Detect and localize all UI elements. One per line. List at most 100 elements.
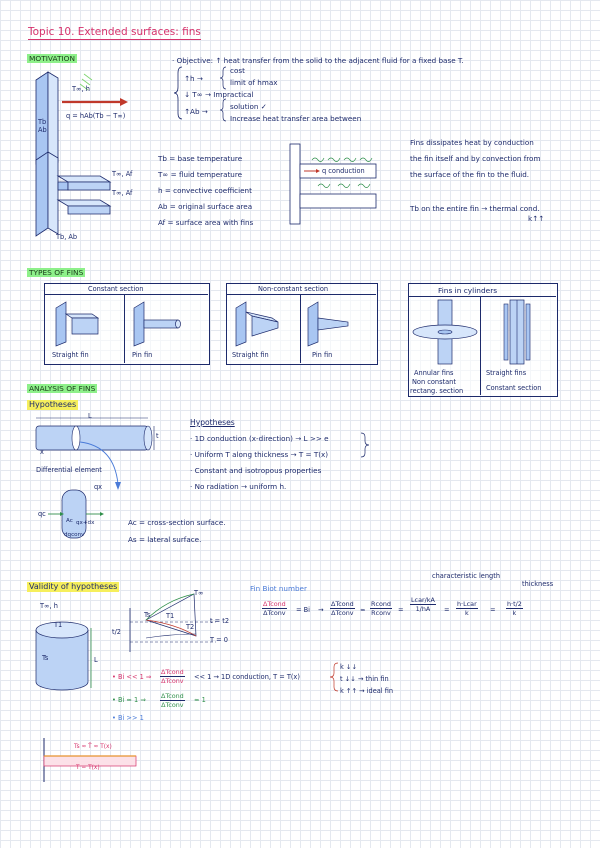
hyp-2: · Uniform T along thickness → T = T(x) bbox=[190, 450, 329, 459]
arrow-curve bbox=[79, 441, 121, 490]
label-qx-dx: qx+dx bbox=[76, 520, 95, 526]
brace-bi bbox=[329, 662, 339, 692]
label-qc: qc bbox=[38, 510, 46, 518]
label-fin-tinf-af-2: T∞, Af bbox=[112, 189, 133, 197]
def-as: As = lateral surface. bbox=[128, 535, 202, 544]
section-analysis: ANALYSIS OF FINS bbox=[27, 384, 98, 394]
label-t: t bbox=[156, 432, 159, 440]
label-ts-profile: Ts bbox=[144, 611, 151, 619]
temperature-profile-diagram bbox=[129, 593, 216, 652]
label-pin-1: Pin fin bbox=[132, 351, 153, 359]
label-t-half: t/2 bbox=[112, 628, 122, 636]
section-biot: Fin Biot number bbox=[250, 584, 307, 593]
thin-fin: t ↓↓ → thin fin bbox=[340, 675, 389, 683]
tapered-pin-fin-icon bbox=[307, 301, 349, 347]
box-cylinders bbox=[408, 283, 558, 397]
label-thickness: thickness bbox=[522, 580, 554, 588]
fin-conduction-diagram bbox=[289, 143, 377, 225]
label-t-tx: T = T(x) bbox=[76, 765, 100, 771]
section-validity: Validity of hypotheses bbox=[27, 582, 120, 592]
label-ac-diff: Ac bbox=[66, 518, 73, 524]
block-diagram bbox=[35, 71, 128, 165]
box-nonconstant bbox=[226, 283, 378, 365]
label-annular: Annular fins bbox=[414, 369, 454, 377]
label-validity-tinf-h: T∞, h bbox=[40, 602, 58, 610]
section-types: TYPES OF FINS bbox=[27, 268, 86, 278]
label-l-validity: L bbox=[94, 656, 98, 664]
label-pin-2: Pin fin bbox=[312, 351, 333, 359]
bi-equal: • Bi ≈ 1 ⇒ bbox=[112, 696, 146, 704]
label-cylinders: Fins in cylinders bbox=[438, 286, 498, 295]
label-straight-2: Straight fin bbox=[232, 351, 269, 359]
tinf-impractical: ↓ T∞ → Impractical bbox=[184, 90, 254, 99]
fin-temperature-diagram bbox=[43, 738, 137, 782]
label-ts-bar: Ts ≈ T̄ ≈ T(x) bbox=[74, 744, 112, 750]
fins-text-2: the fin itself and by convection from bbox=[410, 154, 541, 163]
bi-large: • Bi >> 1 bbox=[112, 714, 144, 722]
solution: solution ✓ bbox=[230, 102, 267, 111]
label-qx: qx bbox=[94, 483, 103, 491]
section-motivation: MOTIVATION bbox=[27, 54, 77, 64]
label-l: L bbox=[88, 412, 92, 420]
fin-rod-diagram bbox=[35, 417, 155, 451]
straight-cylinder-fin-icon bbox=[503, 299, 531, 365]
ideal-fin: k ↑↑ → ideal fin bbox=[340, 687, 394, 695]
fins-text-3: the surface of the fin to the fluid. bbox=[410, 170, 530, 179]
label-ts: Ts bbox=[42, 654, 49, 662]
label-constant: Constant section bbox=[88, 285, 144, 293]
def-h: h = convective coefficient bbox=[158, 186, 252, 195]
label-nonconstant: Non-constant section bbox=[258, 285, 329, 293]
label-fin-tb-ab: Tb, Ab bbox=[56, 233, 78, 241]
hyp-1: · 1D conduction (x-direction) → L >> e bbox=[190, 434, 329, 443]
def-ab: Ab = original surface area bbox=[158, 202, 253, 211]
label-straight-fins: Straight fins bbox=[486, 369, 527, 377]
brace-h bbox=[219, 66, 227, 90]
def-af: Af = surface area with fins bbox=[158, 218, 254, 227]
def-tb: Tb = base temperature bbox=[158, 154, 243, 163]
objective-text: · Objective: ↑ heat transfer from the so… bbox=[172, 56, 464, 65]
label-t0: T = 0 bbox=[210, 636, 228, 644]
fins-text-1: Fins dissipates heat by conduction bbox=[410, 138, 534, 147]
k-up: k↑↑ bbox=[528, 214, 545, 223]
label-t1: T1 bbox=[54, 621, 63, 629]
k-down: k ↓↓ bbox=[340, 663, 357, 671]
section-hypotheses: Hypotheses bbox=[27, 400, 79, 410]
eq-bi: = Bi bbox=[296, 606, 310, 614]
cylinder-diagram bbox=[35, 621, 89, 691]
brace-ab bbox=[219, 98, 227, 122]
height-arrow bbox=[90, 628, 92, 688]
ab-up: ↑Ab → bbox=[184, 107, 208, 116]
hypotheses-title: Hypotheses bbox=[190, 418, 235, 427]
label-straight-1: Straight fin bbox=[52, 351, 89, 359]
label-tb: Tb bbox=[38, 118, 47, 126]
label-t1-profile: T1 bbox=[166, 612, 175, 620]
tb-fin-text: Tb on the entire fin → thermal cond. bbox=[410, 204, 540, 213]
label-ab: Ab bbox=[38, 126, 47, 134]
brace-hyp bbox=[360, 432, 370, 458]
label-annular-2: Non constant bbox=[412, 378, 456, 386]
page-title: Topic 10. Extended surfaces: fins bbox=[28, 26, 201, 40]
label-x: x bbox=[40, 448, 44, 456]
tapered-straight-fin-icon bbox=[235, 301, 279, 347]
bi-small-result: << 1 → 1D conduction, T = T(x) bbox=[194, 673, 300, 681]
label-characteristic-length: characteristic length bbox=[432, 572, 500, 580]
hyp-3: · Constant and isotropous properties bbox=[190, 466, 322, 475]
straight-fin-icon bbox=[55, 301, 100, 347]
def-tinf: T∞ = fluid temperature bbox=[158, 170, 243, 179]
pin-fin-icon bbox=[133, 301, 181, 347]
label-differential: Differential element bbox=[36, 466, 102, 474]
brace-left bbox=[173, 66, 183, 120]
label-q-conduction: q conduction bbox=[322, 167, 365, 175]
bi-small: • Bi << 1 ⇒ bbox=[112, 673, 152, 681]
h-up: ↑h → bbox=[184, 74, 203, 83]
label-t-eq: t = t2 bbox=[210, 617, 230, 625]
differential-element-diagram bbox=[48, 489, 104, 539]
annular-fin-icon bbox=[412, 299, 478, 365]
